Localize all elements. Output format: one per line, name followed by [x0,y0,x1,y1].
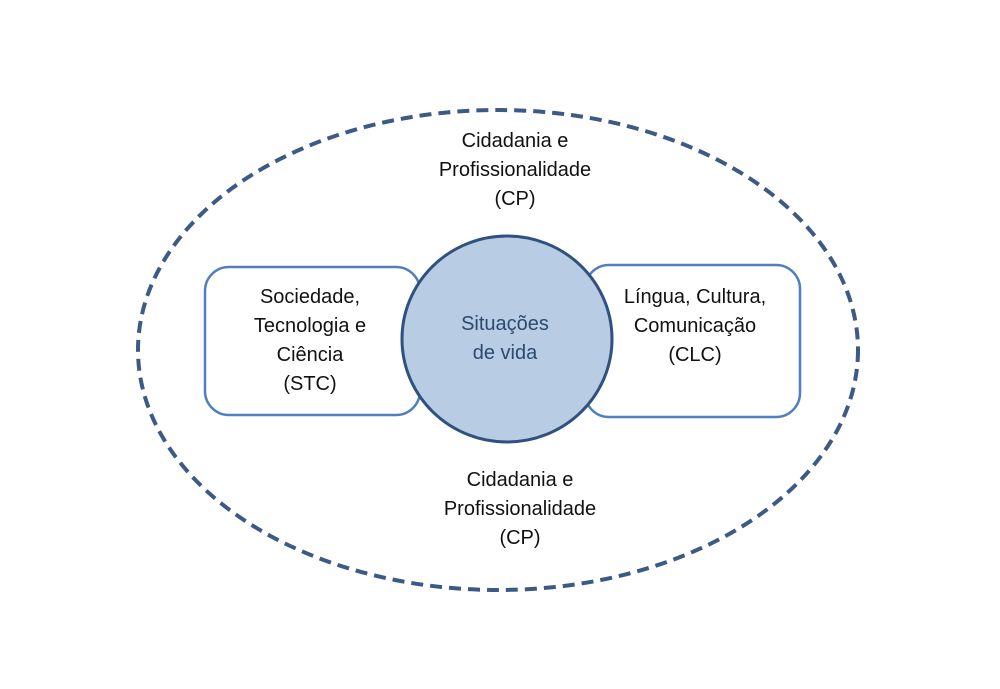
bottom-cp-line: Cidadania e [466,469,574,491]
center-label: Situações de vida [430,310,580,368]
outer-dashed-ellipse [136,108,860,592]
bottom-cp-line: Profissionalidade [443,498,597,520]
bottom-cp-line: (CP) [499,527,541,549]
stc-line: Ciência [276,344,344,366]
top-cp-line: (CP) [494,188,536,210]
center-line: de vida [472,342,538,364]
clc-line: Língua, Cultura, [623,286,767,308]
stc-line: Tecnologia e [253,315,367,337]
top-cp-label: Cidadania e Profissionalidade (CP) [380,127,650,214]
center-circle [400,234,614,444]
top-cp-line: Profissionalidade [438,159,592,181]
stc-label: Sociedade, Tecnologia e Ciência (STC) [215,283,405,399]
clc-line: (CLC) [668,344,722,366]
center-line: Situações [461,313,549,335]
top-cp-line: Cidadania e [461,130,569,152]
clc-line: Comunicação [633,315,757,337]
stc-line: Sociedade, [259,286,361,308]
clc-label: Língua, Cultura, Comunicação (CLC) [595,283,795,370]
bottom-cp-label: Cidadania e Profissionalidade (CP) [385,466,655,553]
stc-line: (STC) [283,373,337,395]
